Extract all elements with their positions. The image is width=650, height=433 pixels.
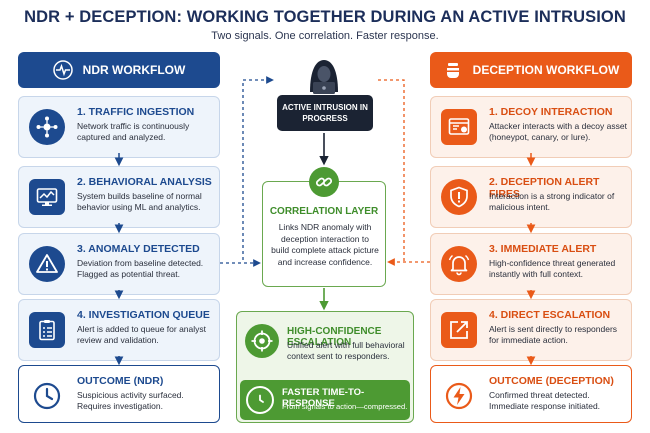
step-text: Alert is added to queue for analyst revi… (77, 324, 206, 345)
step-title: 2. DECEPTION ALERT FIRES (489, 176, 600, 200)
network-nodes-icon (29, 109, 65, 145)
ndr-step-anomaly-detected: 3. ANOMALY DETECTED Deviation from basel… (18, 233, 220, 295)
deception-step-decoy-interaction: 1. DECOY INTERACTION Attacker interacts … (430, 96, 632, 158)
bell-icon (441, 246, 477, 282)
active-intrusion-box: ACTIVE INTRUSION IN PROGRESS (277, 95, 373, 131)
step-text: High-confidence threat generated instant… (489, 258, 616, 279)
target-icon (245, 324, 279, 358)
ndr-step-traffic-ingestion: 1. TRAFFIC INGESTION Network traffic is … (18, 96, 220, 158)
active-intrusion-label: ACTIVE INTRUSION IN PROGRESS (282, 103, 368, 123)
shield-alert-icon (441, 179, 477, 215)
monitor-chart-icon (29, 179, 65, 215)
ndr-step-behavioral-analysis: 2. BEHAVIORAL ANALYSIS System builds bas… (18, 166, 220, 228)
honeypot-icon (443, 60, 463, 80)
step-text: Alert is sent directly to responders for… (489, 324, 618, 345)
checklist-icon (29, 312, 65, 348)
pulse-icon (52, 60, 73, 80)
step-title: 4. DIRECT ESCALATION (489, 309, 611, 321)
ndr-outcome: OUTCOME (NDR) Suspicious activity surfac… (18, 365, 220, 423)
step-text: System builds baseline of normal behavio… (77, 191, 202, 212)
outcome-text: Suspicious activity surfaced. Requires i… (77, 390, 184, 411)
step-text: Deviation from baseline detected. Flagge… (77, 258, 204, 279)
step-title: 1. DECOY INTERACTION (489, 106, 613, 118)
faster-response-banner: FASTER TIME-TO-RESPONSE From signals to … (240, 380, 410, 420)
page-title: NDR + DECEPTION: WORKING TOGETHER DURING… (24, 8, 626, 26)
chain-link-icon (309, 167, 339, 197)
fast-text: From signals to action—compressed. (282, 402, 408, 411)
ndr-workflow-title: NDR WORKFLOW (82, 63, 186, 77)
correlation-text: Links NDR anomaly with deception interac… (271, 222, 379, 267)
step-text: Attacker interacts with a decoy asset (h… (489, 121, 627, 142)
step-title: 1. TRAFFIC INGESTION (77, 106, 195, 118)
page-subtitle: Two signals. One correlation. Faster res… (211, 30, 439, 42)
step-text: Interaction is a strong indicator of mal… (489, 191, 615, 212)
hacker-icon (300, 56, 348, 96)
clock-icon (29, 378, 65, 414)
step-text: Network traffic is continuously captured… (77, 121, 190, 142)
step-title: 3. IMMEDIATE ALERT (489, 243, 597, 255)
lightning-icon (441, 378, 477, 414)
deception-outcome: OUTCOME (DECEPTION) Confirmed threat det… (430, 365, 632, 423)
step-title: 4. INVESTIGATION QUEUE (77, 309, 210, 321)
deception-step-alert-fires: 2. DECEPTION ALERT FIRES Interaction is … (430, 166, 632, 228)
decoy-browser-icon (441, 109, 477, 145)
escalate-arrow-icon (441, 312, 477, 348)
deception-workflow-title: DECEPTION WORKFLOW (472, 63, 620, 77)
deception-step-immediate-alert: 3. IMMEDIATE ALERT High-confidence threa… (430, 233, 632, 295)
outcome-text: Confirmed threat detected. Immediate res… (489, 390, 601, 411)
stopwatch-icon (246, 386, 274, 414)
warning-triangle-icon (29, 246, 65, 282)
step-title: 3. ANOMALY DETECTED (77, 243, 200, 255)
deception-step-direct-escalation: 4. DIRECT ESCALATION Alert is sent direc… (430, 299, 632, 361)
deception-workflow-header: DECEPTION WORKFLOW (430, 52, 632, 88)
outcome-title: OUTCOME (NDR) (77, 375, 164, 387)
ndr-workflow-header: NDR WORKFLOW (18, 52, 220, 88)
escalation-text: Unified alert with full behavioral conte… (287, 340, 405, 361)
step-title: 2. BEHAVIORAL ANALYSIS (77, 176, 212, 188)
outcome-title: OUTCOME (DECEPTION) (489, 375, 614, 387)
escalation-title: HIGH-CONFIDENCE ESCALATION (287, 326, 382, 348)
fast-title: FASTER TIME-TO-RESPONSE (282, 387, 365, 409)
correlation-title: CORRELATION LAYER (269, 206, 379, 217)
correlation-layer-box: CORRELATION LAYER Links NDR anomaly with… (262, 181, 386, 287)
ndr-step-investigation-queue: 4. INVESTIGATION QUEUE Alert is added to… (18, 299, 220, 361)
